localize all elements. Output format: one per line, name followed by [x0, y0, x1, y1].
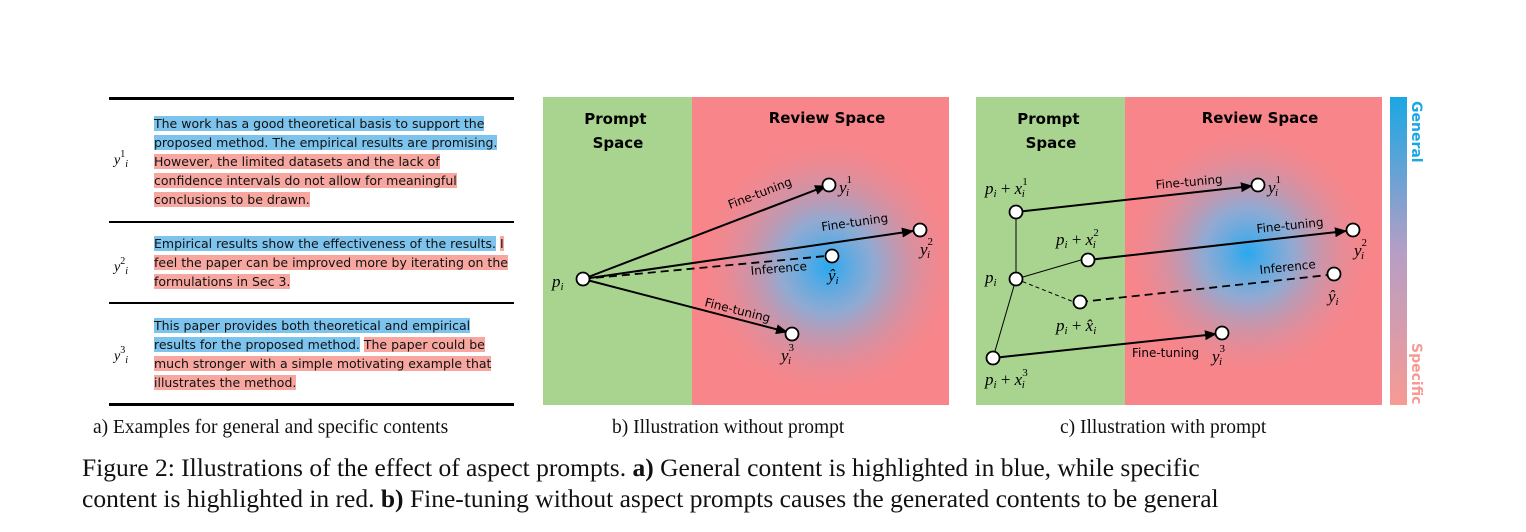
inference-label: Inference: [1259, 257, 1317, 277]
general-specific-colorbar: General Specific: [1390, 97, 1424, 405]
link-p-x3: [992, 278, 1017, 359]
figure-caption: Figure 2: Illustrations of the effect of…: [82, 452, 1442, 514]
svg-text:y1i: y1i: [837, 174, 852, 199]
node-p-x1: [1008, 204, 1024, 220]
panel-a-examples-table: y1i The work has a good theoretical basi…: [109, 97, 514, 407]
prompt-space-region: [976, 97, 1125, 405]
prompt-space-label: Prompt Space: [584, 110, 651, 152]
svg-text:pi: pi: [551, 272, 564, 293]
node-y1: [1250, 177, 1266, 193]
table-row: y1i The work has a good theoretical basi…: [109, 97, 514, 221]
colorbar-gradient: [1390, 97, 1407, 405]
svg-text:ŷi: ŷi: [1326, 287, 1339, 308]
specific-text: However, the limited datasets and the la…: [154, 154, 457, 207]
node-yhat: [1326, 266, 1342, 282]
general-text: Empirical results show the effectiveness…: [154, 236, 496, 251]
link-p-x2: [1015, 259, 1082, 280]
node-yhat: [824, 248, 840, 264]
review-space-label: Review Space: [769, 109, 886, 127]
node-p: [1008, 271, 1024, 287]
finetune-edge-y2: [1087, 227, 1347, 261]
table-bottom-rule: [109, 403, 514, 406]
row-label: y2i: [114, 256, 128, 277]
review-space-label: Review Space: [1202, 109, 1319, 127]
row-text: This paper provides both theoretical and…: [154, 316, 509, 392]
panel-b-diagram: Prompt Space Review Space Fine-tuning Fi…: [543, 97, 949, 405]
node-y3: [1214, 325, 1230, 341]
panel-c-caption: c) Illustration with prompt: [1060, 417, 1267, 438]
prompt-space-label: Prompt Space: [1017, 110, 1084, 152]
finetune-edge-y2: [582, 227, 914, 280]
panel-c-diagram: Prompt Space Review Space Fine-tuning Fi…: [976, 97, 1382, 405]
svg-text:y2i: y2i: [1352, 237, 1367, 262]
row-text: Empirical results show the effectiveness…: [154, 234, 509, 291]
node-p-x3: [985, 350, 1001, 366]
svg-text:pi + x̂i: pi + x̂i: [1055, 316, 1096, 337]
svg-text:pi + x2i: pi + x2i: [1055, 227, 1099, 251]
panel-b-caption: b) Illustration without prompt: [612, 417, 845, 438]
node-p-x2: [1080, 252, 1096, 268]
colorbar-top-label: General: [1408, 101, 1424, 163]
svg-text:pi + x3i: pi + x3i: [984, 367, 1028, 391]
table-divider: [109, 221, 514, 223]
caption-line-1: Figure 2: Illustrations of the effect of…: [82, 453, 1200, 482]
row-label: y3i: [114, 345, 128, 366]
inference-edge: [1079, 274, 1329, 303]
svg-text:ŷi: ŷi: [826, 266, 839, 287]
general-text: The work has a good theoretical basis to…: [154, 116, 498, 150]
node-y1: [821, 177, 837, 193]
table-row: y3i This paper provides both theoretical…: [109, 303, 514, 403]
panel-a-caption: a) Examples for general and specific con…: [93, 417, 449, 438]
svg-text:pi + x1i: pi + x1i: [984, 176, 1028, 200]
finetune-label: Fine-tuning: [1132, 346, 1199, 360]
inference-edge: [582, 255, 827, 280]
general-blob: [692, 97, 949, 405]
finetune-edge-y1: [1015, 182, 1253, 213]
finetune-label: Fine-tuning: [1155, 172, 1223, 192]
svg-text:y3i: y3i: [1210, 343, 1226, 368]
finetune-edge-y1: [582, 185, 827, 280]
node-y3: [784, 326, 800, 342]
svg-text:y3i: y3i: [779, 342, 795, 367]
svg-text:y1i: y1i: [1266, 174, 1281, 199]
table-top-rule: [109, 97, 514, 100]
prompt-space-region: [543, 97, 692, 405]
node-p: [575, 271, 591, 287]
table-row: y2i Empirical results show the effective…: [109, 222, 514, 302]
finetune-label: Fine-tuning: [1256, 215, 1324, 236]
specific-text: The paper could be much stronger with a …: [154, 337, 492, 390]
finetune-edge-y3: [992, 330, 1217, 359]
finetune-edge-y3: [582, 278, 788, 335]
inference-label: Inference: [750, 259, 807, 278]
node-p-xhat: [1072, 294, 1088, 310]
link-p-xhat: [1015, 278, 1075, 303]
row-text: The work has a good theoretical basis to…: [154, 114, 509, 209]
svg-text:y2i: y2i: [918, 236, 933, 261]
caption-line-2: content is highlighted in red. b) Fine-t…: [82, 484, 1219, 513]
node-y2: [1345, 222, 1361, 238]
table-divider: [109, 302, 514, 304]
colorbar-bottom-label: Specific: [1408, 343, 1424, 404]
svg-text:pi: pi: [984, 268, 997, 289]
row-label: y1i: [114, 149, 128, 170]
node-y2: [912, 222, 928, 238]
